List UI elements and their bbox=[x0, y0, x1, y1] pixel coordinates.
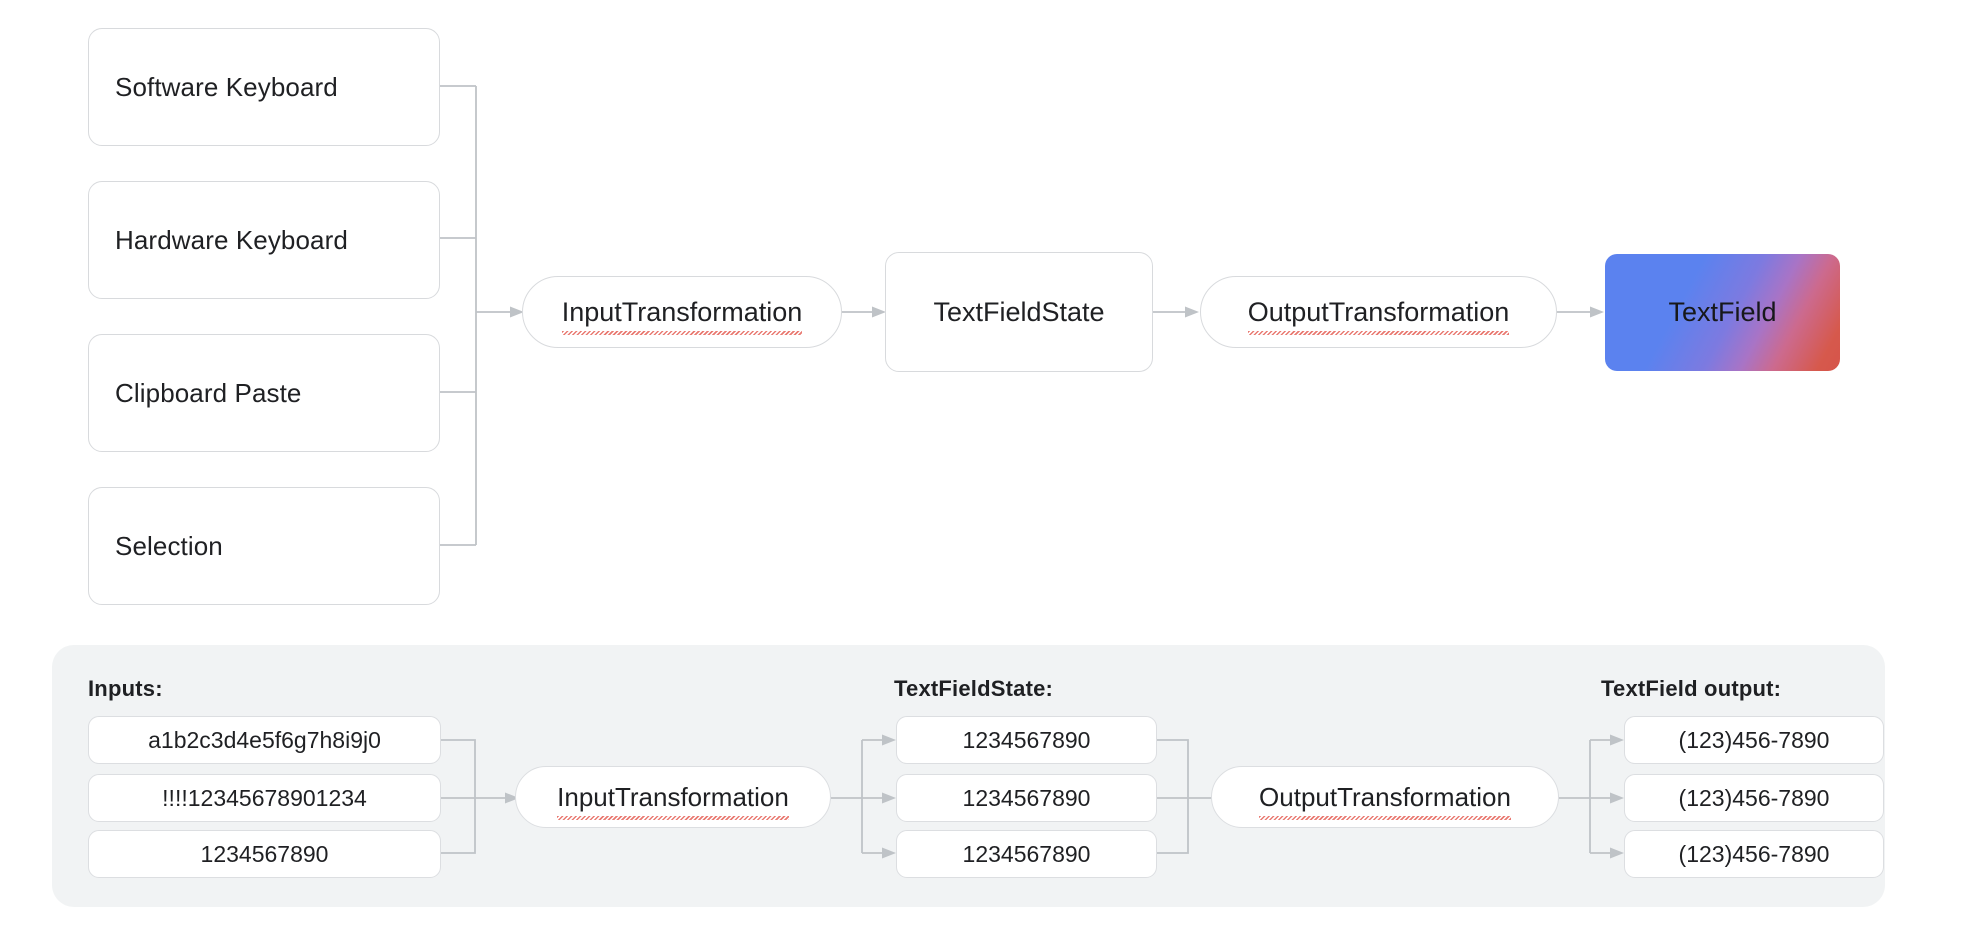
input-value-text: 1234567890 bbox=[200, 840, 329, 867]
source-box-hardware-keyboard[interactable]: Hardware Keyboard bbox=[88, 181, 440, 299]
node-text-field-state[interactable]: TextFieldState bbox=[885, 252, 1153, 372]
node-input-transformation-label: InputTransformation bbox=[561, 296, 803, 335]
node-output-transformation[interactable]: OutputTransformation bbox=[1200, 276, 1557, 348]
output-value-box[interactable]: (123)456-7890 bbox=[1624, 716, 1884, 764]
source-box-label: Selection bbox=[115, 530, 223, 561]
state-value-text: 1234567890 bbox=[962, 784, 1091, 811]
node-text-field-result-label: TextField bbox=[1668, 297, 1777, 327]
state-value-text: 1234567890 bbox=[962, 840, 1091, 867]
state-value-box[interactable]: 1234567890 bbox=[896, 716, 1157, 764]
source-box-clipboard-paste[interactable]: Clipboard Paste bbox=[88, 334, 440, 452]
column-label-text-field-state: TextFieldState: bbox=[894, 676, 1054, 701]
output-value-text: (123)456-7890 bbox=[1678, 784, 1830, 811]
source-box-label: Software Keyboard bbox=[115, 71, 338, 102]
input-value-box[interactable]: a1b2c3d4e5f6g7h8i9j0 bbox=[88, 716, 441, 764]
source-box-label: Clipboard Paste bbox=[115, 377, 302, 408]
example-input-transformation[interactable]: InputTransformation bbox=[515, 766, 831, 828]
column-label-text-field-output: TextField output: bbox=[1601, 676, 1782, 701]
state-value-box[interactable]: 1234567890 bbox=[896, 774, 1157, 822]
example-output-transformation[interactable]: OutputTransformation bbox=[1211, 766, 1559, 828]
output-value-box[interactable]: (123)456-7890 bbox=[1624, 774, 1884, 822]
output-value-text: (123)456-7890 bbox=[1678, 840, 1830, 867]
output-value-box[interactable]: (123)456-7890 bbox=[1624, 830, 1884, 878]
example-output-transformation-label: OutputTransformation bbox=[1259, 781, 1511, 820]
column-label-inputs: Inputs: bbox=[88, 676, 163, 701]
node-output-transformation-label: OutputTransformation bbox=[1247, 296, 1510, 335]
output-value-text: (123)456-7890 bbox=[1678, 726, 1830, 753]
node-text-field-state-label: TextFieldState bbox=[933, 296, 1105, 327]
example-input-transformation-label: InputTransformation bbox=[557, 781, 789, 820]
state-value-text: 1234567890 bbox=[962, 726, 1091, 753]
input-value-box[interactable]: !!!!12345678901234 bbox=[88, 774, 441, 822]
source-box-selection[interactable]: Selection bbox=[88, 487, 440, 605]
node-text-field-result[interactable]: TextField bbox=[1605, 254, 1840, 371]
input-value-text: !!!!12345678901234 bbox=[162, 784, 367, 811]
source-box-label: Hardware Keyboard bbox=[115, 224, 348, 255]
source-box-software-keyboard[interactable]: Software Keyboard bbox=[88, 28, 440, 146]
node-input-transformation[interactable]: InputTransformation bbox=[522, 276, 842, 348]
input-value-text: a1b2c3d4e5f6g7h8i9j0 bbox=[148, 726, 381, 753]
state-value-box[interactable]: 1234567890 bbox=[896, 830, 1157, 878]
input-value-box[interactable]: 1234567890 bbox=[88, 830, 441, 878]
